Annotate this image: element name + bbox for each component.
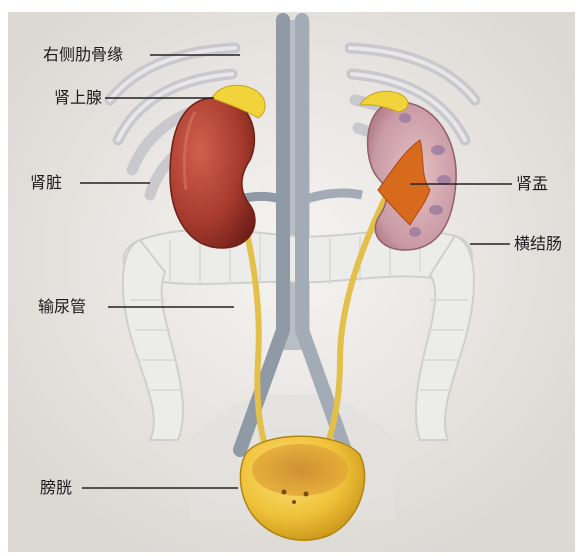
label-rib-margin: 右侧肋骨缘 xyxy=(43,45,123,65)
label-kidney: 肾脏 xyxy=(30,173,62,193)
label-transverse-colon: 横结肠 xyxy=(514,234,562,254)
label-renal-pelvis: 肾盂 xyxy=(516,174,548,194)
label-bladder: 膀胱 xyxy=(40,478,72,498)
label-adrenal-gland: 肾上腺 xyxy=(54,88,102,108)
left-kidney xyxy=(170,97,255,248)
label-ureter: 输尿管 xyxy=(38,297,86,317)
